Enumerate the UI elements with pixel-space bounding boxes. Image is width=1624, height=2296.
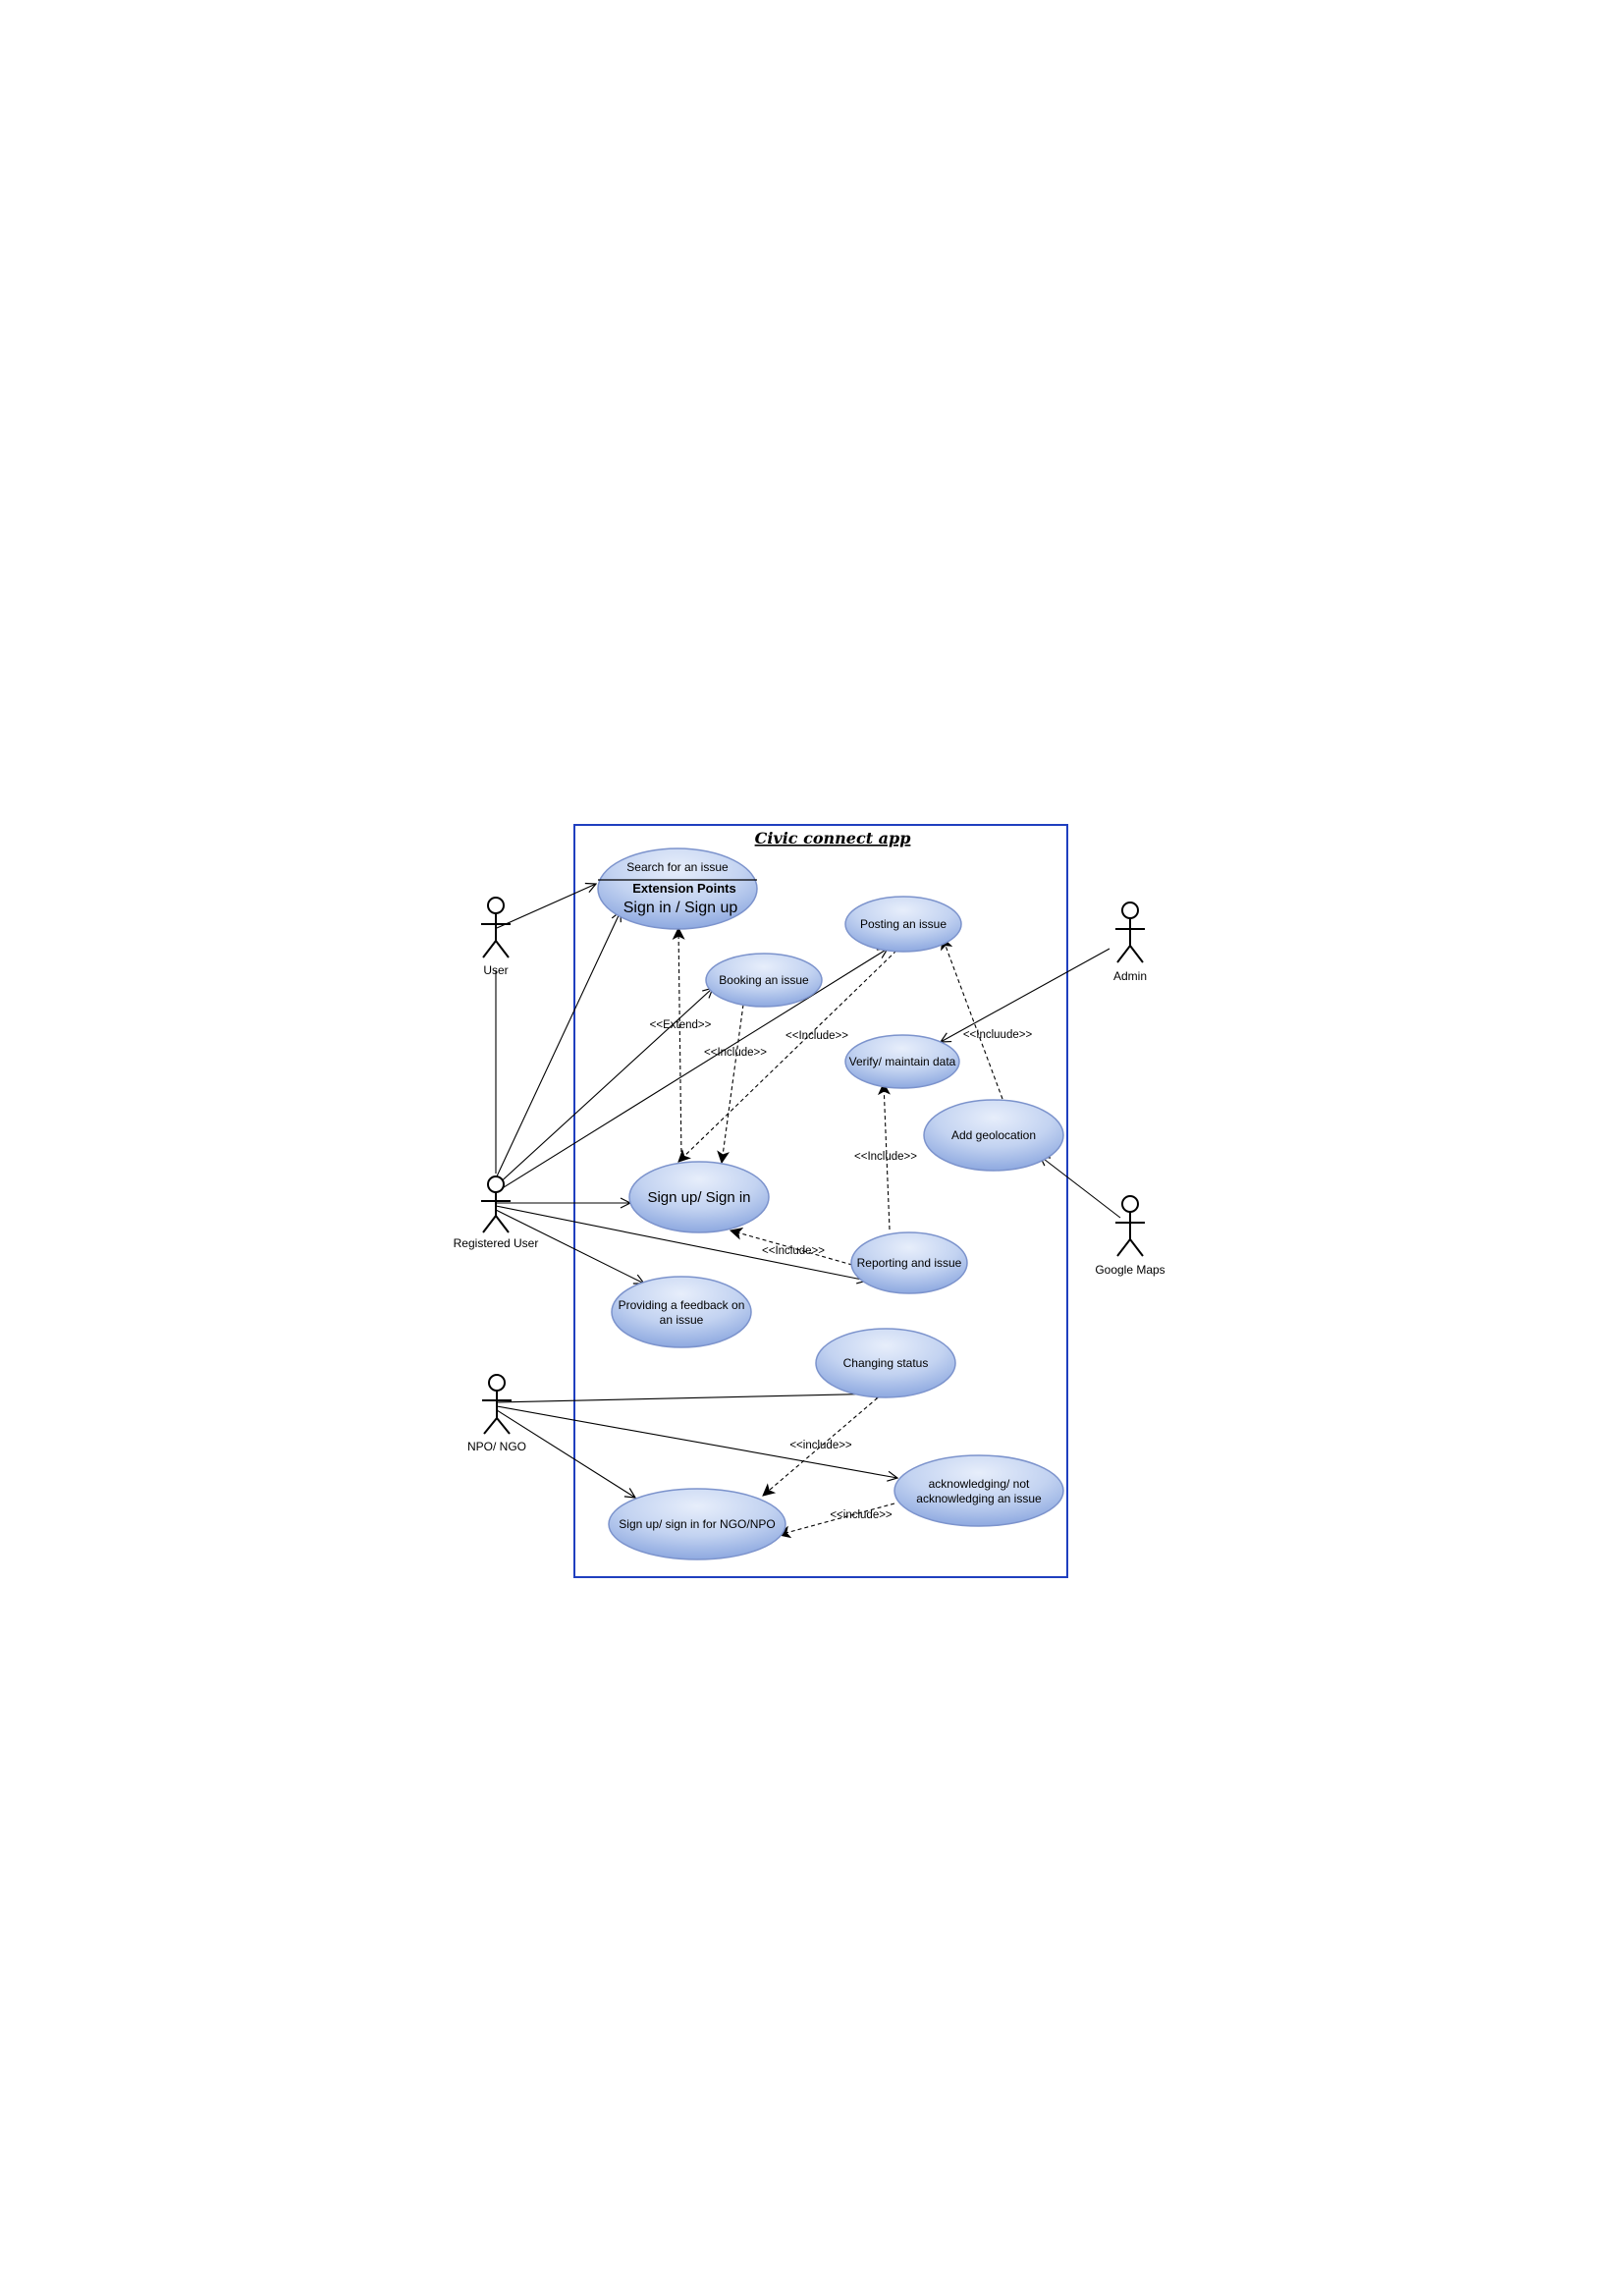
extension-points-header: Extension Points [632,881,735,896]
include-reporting-verify [877,1081,891,1230]
use-case-search[interactable]: Search for an issue Extension Points Sig… [597,847,758,930]
include-label-booking: <<Include>> [704,1047,767,1059]
changing-status-label: Changing status [843,1356,929,1370]
assoc-npo-changing [496,1394,886,1403]
include-label-reporting-signup: <<Include>> [762,1245,825,1257]
reporting-label: Reporting and issue [857,1256,962,1270]
include-label-posting: <<Include>> [785,1030,848,1042]
feedback-label-line1: Providing a feedback on [619,1298,745,1312]
include-reporting-signup [729,1227,853,1266]
extend-label: <<Extend>> [650,1019,712,1031]
actor-google-maps[interactable]: Google Maps [1095,1195,1165,1277]
extend-signup-search [672,926,685,1160]
include-label-ack: <<include>> [830,1509,893,1521]
actor-npo-ngo[interactable]: NPO/ NGO [467,1374,526,1453]
feedback-label-line2: an issue [660,1313,704,1327]
signup-label: Sign up/ Sign in [647,1189,750,1206]
extension-point-signin: Sign in / Sign up [623,900,738,916]
assoc-googlemaps-geolocation [1040,1156,1121,1219]
use-case-signup-ngo[interactable]: Sign up/ sign in for NGO/NPO [608,1488,786,1560]
assoc-user-search [496,884,596,929]
include-label-admin: <<Incluude>> [963,1029,1033,1041]
include-booking-signup [717,1004,744,1165]
include-ack-signup-ngo [777,1503,895,1539]
assoc-registered-feedback [495,1209,644,1284]
assoc-npo-ack [496,1405,897,1478]
use-case-signup[interactable]: Sign up/ Sign in [628,1161,770,1233]
use-case-feedback[interactable]: Providing a feedback on an issue [611,1276,752,1348]
ack-label-line2: acknowledging an issue [916,1492,1042,1505]
assoc-admin-verify [941,948,1110,1042]
include-geolocation-posting [941,936,1003,1100]
actor-google-maps-label: Google Maps [1095,1263,1164,1277]
assoc-registered-reporting [495,1205,867,1281]
system-boundary [573,824,1068,1578]
ack-label-line1: acknowledging/ not [929,1477,1030,1491]
actor-admin[interactable]: Admin [1113,902,1147,983]
assoc-registered-posting [495,949,888,1193]
dependency-labels: <<Extend>> <<Include>> <<Include>> <<Inc… [650,1019,1033,1521]
geolocation-label: Add geolocation [951,1128,1036,1142]
signup-ngo-label: Sign up/ sign in for NGO/NPO [619,1517,775,1531]
system-title: Civic connect app [755,829,911,847]
assoc-registered-booking [495,988,713,1187]
use-case-verify[interactable]: Verify/ maintain data [844,1034,960,1089]
actor-user[interactable]: User [481,897,511,977]
dependencies [672,926,1003,1539]
actor-registered-user[interactable]: Registered User [454,1175,539,1250]
actor-npo-ngo-label: NPO/ NGO [467,1440,526,1453]
posting-label: Posting an issue [860,917,947,931]
include-changing-signup-ngo [762,1393,884,1497]
verify-label: Verify/ maintain data [849,1055,956,1068]
actor-registered-user-label: Registered User [454,1236,539,1250]
use-case-geolocation[interactable]: Add geolocation [923,1099,1064,1172]
assoc-registered-search [495,911,621,1179]
use-case-reporting[interactable]: Reporting and issue [850,1231,968,1294]
use-case-acknowledging[interactable]: acknowledging/ not acknowledging an issu… [893,1454,1064,1527]
actor-admin-label: Admin [1113,969,1147,983]
search-label: Search for an issue [626,860,729,874]
use-case-posting[interactable]: Posting an issue [844,896,962,953]
use-case-booking[interactable]: Booking an issue [705,953,823,1008]
include-label-reporting-verify: <<Include>> [854,1151,917,1163]
use-case-changing-status[interactable]: Changing status [815,1328,956,1398]
include-label-changing: <<include>> [789,1440,852,1451]
actor-user-label: User [483,963,508,977]
associations [495,884,1121,1498]
assoc-npo-signup-ngo [496,1409,635,1498]
include-posting-signup [677,950,897,1163]
booking-label: Booking an issue [719,973,809,987]
